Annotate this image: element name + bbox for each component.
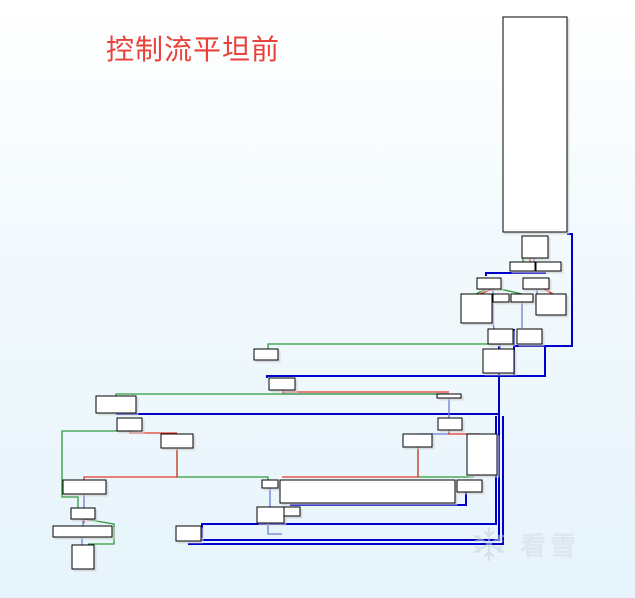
edge	[115, 393, 449, 396]
basic-block	[487, 328, 514, 345]
edge	[61, 430, 130, 508]
edge	[479, 288, 493, 295]
basic-block	[279, 479, 456, 504]
basic-block	[535, 261, 562, 272]
basic-block	[253, 348, 279, 361]
basic-block	[62, 479, 107, 495]
edge	[267, 343, 500, 349]
edge	[282, 447, 419, 478]
basic-block	[256, 506, 285, 524]
basic-block	[70, 507, 96, 520]
basic-block	[116, 417, 143, 432]
basic-block	[535, 293, 567, 316]
edge	[418, 430, 450, 435]
edge	[267, 523, 282, 535]
edge	[83, 449, 178, 480]
edge	[188, 416, 504, 545]
basic-block	[466, 433, 498, 476]
basic-block	[516, 328, 543, 345]
edge	[83, 518, 115, 545]
edge	[266, 346, 546, 378]
edge	[282, 390, 449, 393]
edge	[492, 302, 495, 330]
basic-block	[482, 348, 515, 374]
blocks	[52, 16, 568, 570]
edge	[485, 272, 546, 276]
basic-block	[510, 293, 534, 303]
edge	[417, 447, 474, 478]
basic-block	[456, 479, 483, 493]
basic-block	[268, 377, 296, 391]
edge	[176, 449, 269, 480]
basic-block	[261, 479, 279, 489]
basic-block	[436, 393, 462, 399]
edge	[543, 288, 554, 295]
snowflake-icon	[473, 526, 505, 562]
basic-block	[283, 506, 301, 517]
edge	[201, 523, 282, 538]
entry-block	[502, 16, 568, 233]
basic-block	[175, 525, 202, 542]
edge	[129, 431, 177, 434]
basic-block	[522, 277, 550, 290]
basic-block	[402, 433, 433, 448]
edge	[475, 288, 487, 295]
edge	[499, 288, 523, 295]
page-title: 控制流平坦前	[106, 33, 281, 66]
basic-block	[437, 417, 463, 431]
edge	[448, 430, 480, 435]
edge	[282, 416, 497, 525]
watermark-text: 看雪	[520, 531, 581, 562]
exit-block	[71, 544, 95, 570]
basic-block	[160, 433, 194, 449]
basic-block	[52, 525, 113, 538]
watermark: 看雪	[466, 524, 580, 564]
basic-block	[95, 395, 137, 414]
basic-block	[509, 261, 536, 272]
basic-block	[460, 293, 493, 324]
basic-block	[521, 235, 549, 259]
basic-block	[492, 293, 510, 303]
edge	[545, 233, 573, 347]
basic-block	[476, 277, 502, 290]
edge	[290, 489, 467, 506]
